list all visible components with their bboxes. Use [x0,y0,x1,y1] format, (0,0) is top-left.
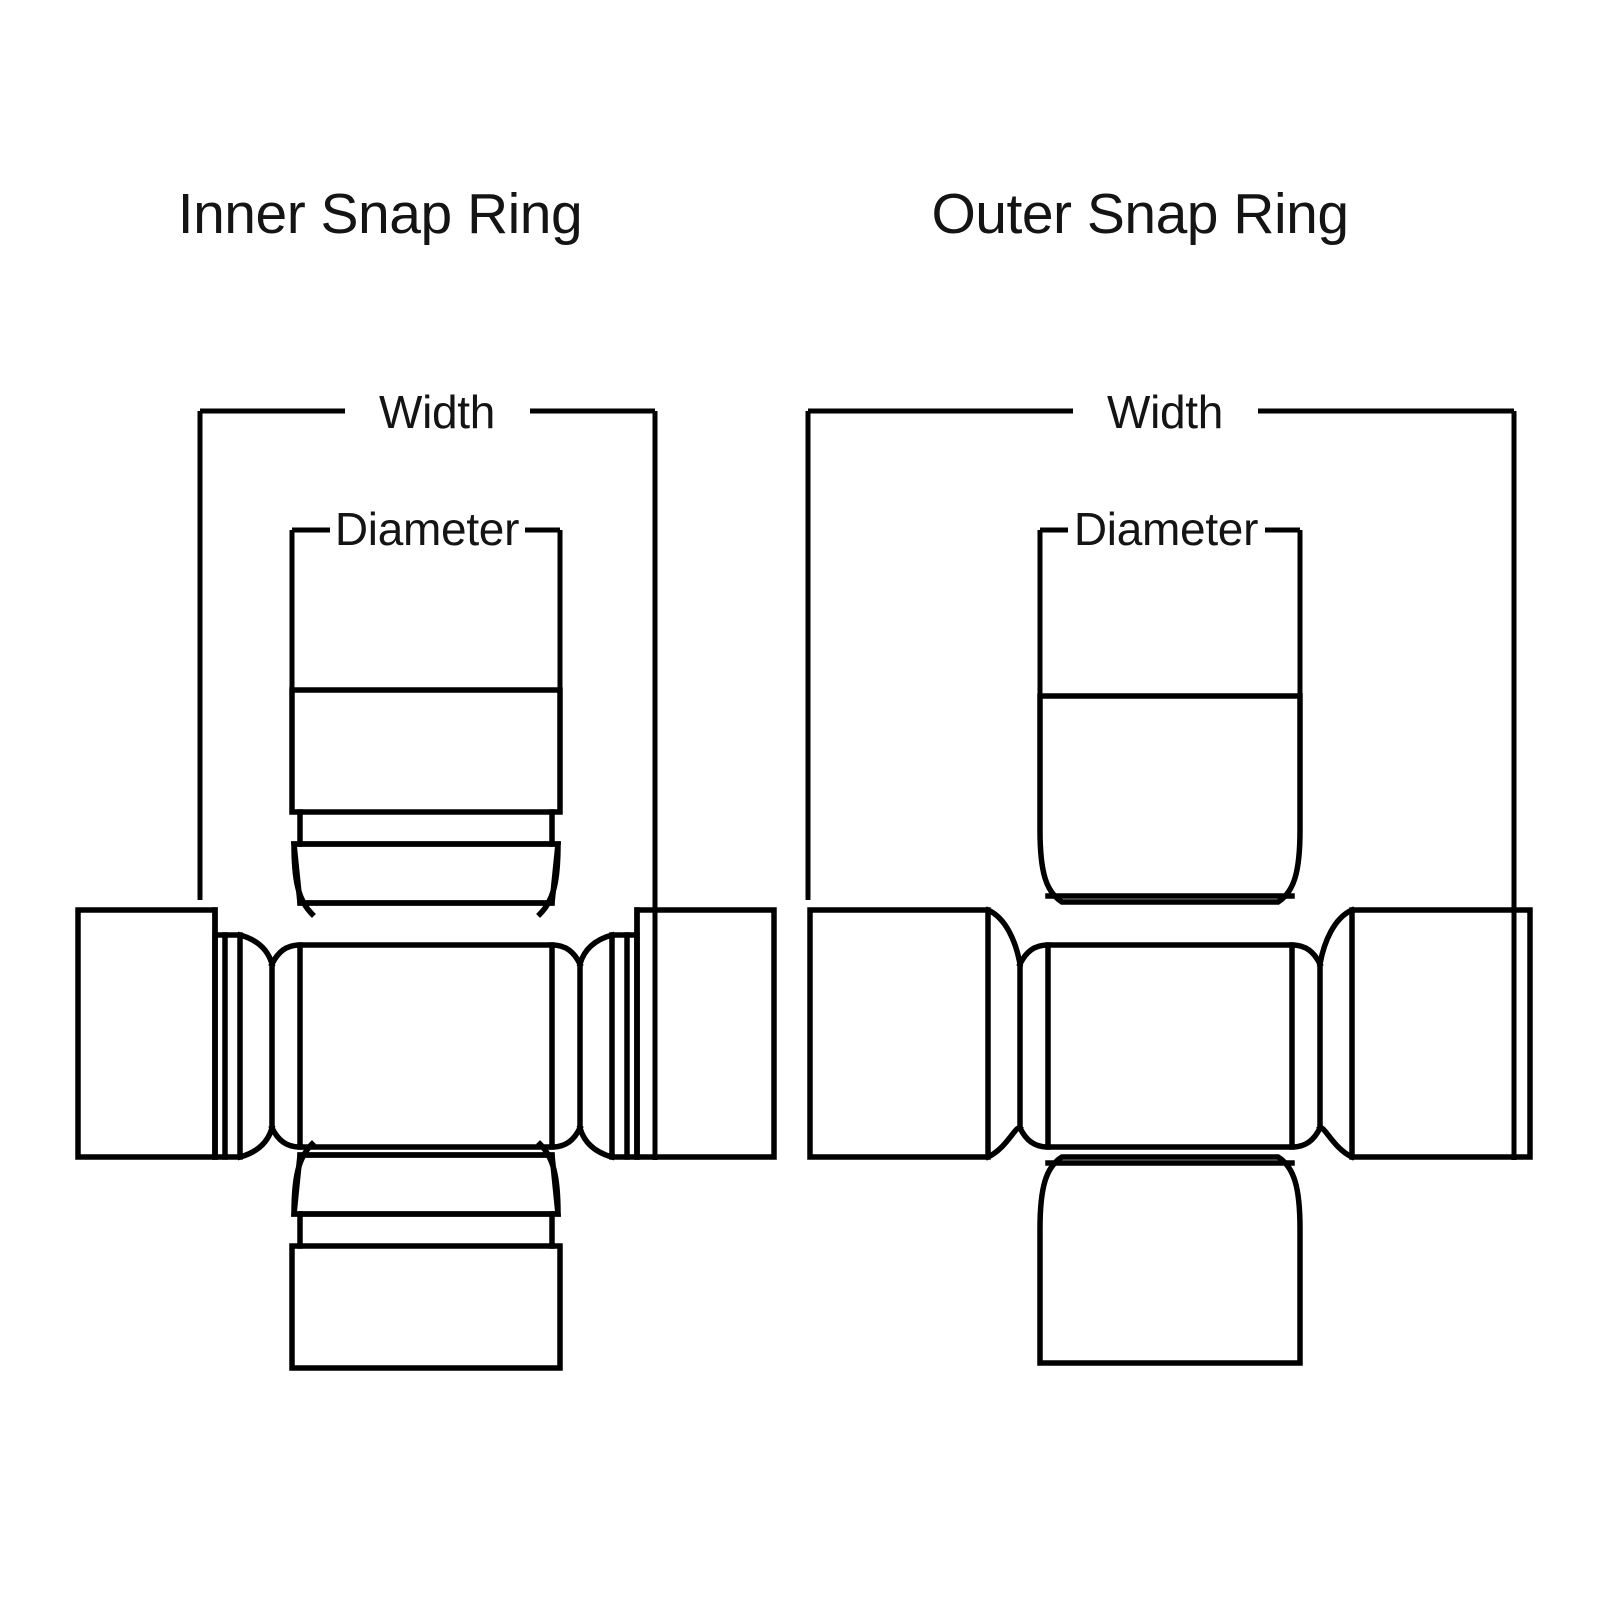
inner-bottom-cap-flare [290,1152,562,1217]
inner-bottom-cap-snapring-groove-sides [297,1211,555,1249]
outer-top-bearing-cap [1037,693,1303,905]
inner-top-cap-snapring-groove-sides [297,809,555,847]
inner-left-flare-bottom [236,1124,276,1161]
outer-centre-bl-fillet [1016,1124,1051,1150]
outer-right-cap-body [1349,907,1533,1160]
outer-bottom-bearing-cap [1037,1154,1303,1366]
inner-top-bearing-cap [289,687,563,918]
inner-bottom-cap-body [289,1243,563,1371]
inner-centre-block [297,942,555,1150]
inner-top-cap-flare [290,841,562,906]
outer-left-flare-top [984,906,1024,968]
inner-bottom-bearing-cap [289,1140,563,1371]
outer-width-dimension: Width [805,386,1517,1160]
outer-centre-br-fillet [1289,1124,1324,1150]
outer-diameter-dimension: Diameter [1037,503,1303,696]
outer-width-label: Width [1107,386,1223,438]
panel-title-inner-snap-ring: Inner Snap Ring [177,182,583,246]
inner-centre-br-fillet [549,1124,584,1150]
inner-left-flare-top [236,931,276,968]
inner-right-flare-bottom [576,1124,616,1161]
inner-centre-tr-fillet [549,942,584,968]
panel-title-outer-snap-ring: Outer Snap Ring [931,182,1349,246]
outer-right-bearing-cap [1316,906,1533,1161]
inner-right-cap-body [634,907,777,1160]
inner-centre-bl-fillet [268,1124,303,1150]
inner-top-cap-left-fillet [291,841,316,918]
inner-right-bearing-cap [576,907,777,1161]
inner-snap-ring-drawing: Width Diameter [75,386,777,1371]
outer-centre-tl-fillet [1016,942,1051,968]
inner-left-snapring-groove [222,932,243,1160]
inner-right-snapring-groove [609,932,630,1160]
inner-left-bearing-cap [75,907,276,1161]
inner-top-cap-body [289,687,563,815]
outer-left-bearing-cap [807,906,1024,1161]
inner-width-dimension: Width [197,386,658,1160]
outer-snap-ring-drawing: Width Diameter [805,386,1533,1366]
inner-diameter-label: Diameter [335,503,519,555]
outer-cross-centre-body [1016,942,1324,1150]
outer-top-cap-body [1037,693,1303,905]
outer-left-cap-body [807,907,991,1160]
inner-top-cap-right-fillet [536,841,561,918]
outer-centre-tr-fillet [1289,942,1324,968]
inner-diameter-dimension: Diameter [289,503,563,690]
outer-diameter-label: Diameter [1074,503,1258,555]
outer-left-flare-bottom [984,1125,1024,1161]
inner-width-label: Width [379,386,495,438]
inner-centre-tl-fillet [268,942,303,968]
inner-cross-centre-body [268,942,584,1150]
inner-left-cap-body [75,907,218,1160]
outer-right-flare-top [1316,906,1356,968]
inner-right-flare-top [576,931,616,968]
outer-right-flare-bottom [1316,1125,1356,1161]
outer-bottom-cap-body [1037,1154,1303,1366]
outer-centre-block [1045,942,1295,1150]
